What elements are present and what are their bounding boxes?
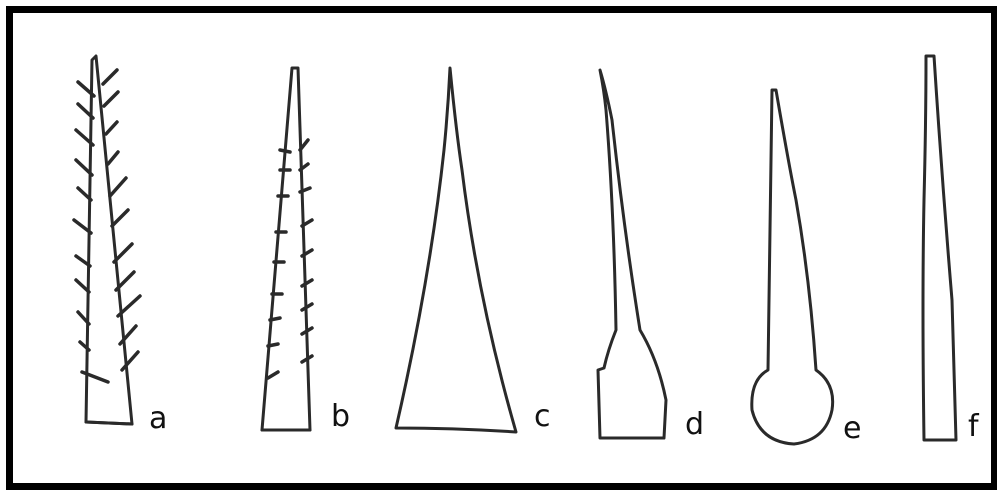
spine-a-illustration bbox=[74, 56, 140, 424]
label-f: f bbox=[968, 412, 979, 442]
spine-c-illustration bbox=[396, 68, 516, 432]
label-d: d bbox=[685, 410, 704, 440]
label-e: e bbox=[843, 414, 861, 444]
spine-b-illustration bbox=[262, 68, 312, 430]
spine-f-illustration bbox=[923, 56, 956, 440]
spine-e-illustration bbox=[752, 90, 833, 444]
label-b: b bbox=[331, 402, 350, 432]
spine-d-illustration bbox=[598, 70, 666, 438]
label-a: a bbox=[149, 404, 167, 434]
label-c: c bbox=[534, 402, 551, 432]
